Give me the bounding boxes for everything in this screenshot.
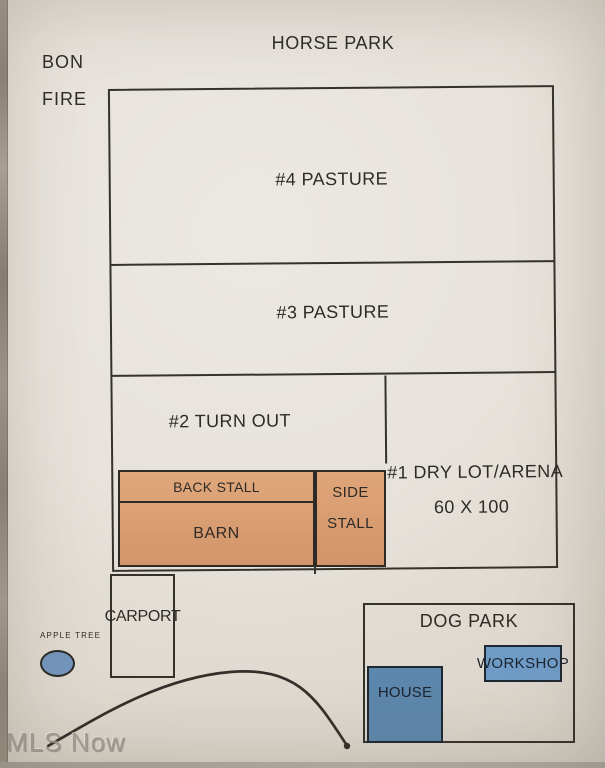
back-stall-room: BACK STALL	[120, 472, 313, 503]
bonfire-line1: BON	[42, 52, 85, 72]
bonfire-line2: FIRE	[42, 89, 88, 109]
workshop-building: WORKSHOP	[477, 645, 569, 682]
driveway-curve-end-blob	[343, 742, 351, 750]
pasture-4-label: #4 PASTURE	[275, 168, 389, 190]
workshop-label: WORKSHOP	[476, 655, 570, 672]
dog-park-label: DOG PARK	[419, 611, 519, 631]
turnout-drylot-divider-line	[384, 375, 388, 464]
mls-watermark: MLS Now	[6, 727, 126, 757]
barn-label: BARN	[193, 525, 240, 542]
dog-park-outline: DOG PARK HOUSE WORKSHOP	[363, 603, 575, 743]
house-label: HOUSE	[377, 684, 433, 701]
photo-left-edge	[0, 0, 8, 768]
carport-label: CARPORT	[104, 608, 181, 625]
barn-room: BARN	[120, 503, 313, 565]
pasture-3-label: #3 PASTURE	[276, 301, 390, 323]
turnout-label: #2 TURN OUT	[168, 410, 291, 432]
side-stall-label-line1: SIDE	[332, 484, 369, 501]
back-stall-label: BACK STALL	[173, 478, 260, 495]
apple-tree-circle	[40, 650, 75, 677]
drylot-size-label: 60 X 100	[433, 496, 510, 518]
side-stall-label-line2: STALL	[327, 515, 374, 532]
pasture4-pasture3-divider-line	[110, 260, 555, 266]
bonfire-label: BON FIRE	[42, 44, 87, 118]
drylot-label: #1 DRY LOT/ARENA	[387, 460, 564, 483]
apple-tree-label: APPLE TREE	[40, 631, 102, 640]
side-stall-building: SIDE STALL	[315, 470, 386, 567]
house-building: HOUSE	[367, 666, 443, 743]
pasture3-turnout-divider-line	[111, 371, 556, 377]
plan-title: HORSE PARK	[271, 33, 395, 53]
carport-outline: CARPORT	[105, 574, 181, 678]
photo-bottom-edge	[0, 762, 605, 768]
stray-pen-tick	[314, 566, 316, 574]
barn-building: BACK STALL BARN	[118, 470, 315, 567]
